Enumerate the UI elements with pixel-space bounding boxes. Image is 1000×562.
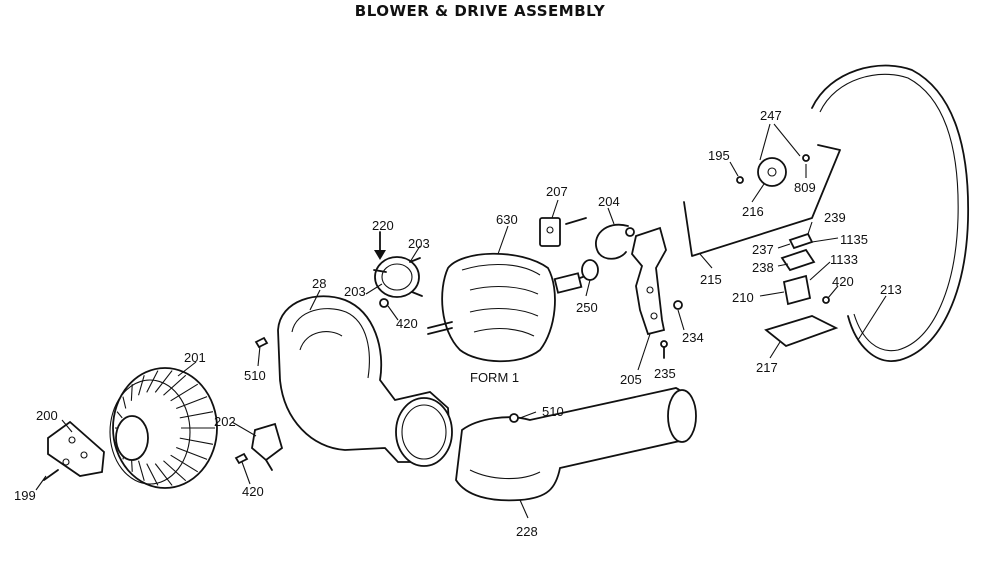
part-203-mount-ring [373, 256, 423, 308]
part-205-bracket [631, 226, 667, 336]
screw-420-left [234, 452, 249, 465]
callout-199: 199 [14, 488, 36, 503]
callout-228: 228 [516, 524, 538, 539]
screw-510-left [254, 336, 269, 349]
callout-labels: 200 199 201 202 420 510 28 220 203 203 4… [14, 108, 902, 539]
screw-235 [660, 340, 668, 359]
callout-1133: 1133 [830, 252, 858, 267]
washer-195 [736, 176, 744, 184]
callout-234: 234 [682, 330, 704, 345]
part-228-exhaust-duct [455, 387, 697, 502]
diagram-title: BLOWER & DRIVE ASSEMBLY [354, 2, 606, 20]
callout-809: 809 [794, 180, 816, 195]
callout-510-left: 510 [244, 368, 266, 383]
part-213-drive-belt [811, 64, 969, 362]
callout-200: 200 [36, 408, 58, 423]
callout-201: 201 [184, 350, 206, 365]
blower-fin [138, 460, 145, 481]
callout-203-left: 203 [344, 284, 366, 299]
blower-fin [130, 384, 133, 401]
callout-1135: 1135 [840, 232, 868, 247]
callout-239: 239 [824, 210, 846, 225]
part-217-plate [764, 315, 839, 348]
callout-195: 195 [708, 148, 730, 163]
part-202-clip [251, 422, 284, 471]
part-207-switch [539, 217, 587, 247]
blower-fin [154, 370, 173, 393]
callout-420-mid: 420 [396, 316, 418, 331]
callout-420-left: 420 [242, 484, 264, 499]
part-200-bracket [43, 420, 105, 481]
blower-fin [163, 374, 187, 396]
callout-203-top: 203 [408, 236, 430, 251]
part-201-blower-wheel [109, 367, 218, 489]
blower-fin [154, 463, 173, 486]
blower-fin [170, 383, 199, 402]
leader-lines [35, 123, 887, 519]
callout-420-right: 420 [832, 274, 854, 289]
blower-fin [170, 454, 199, 473]
callout-250: 250 [576, 300, 598, 315]
blower-fin [122, 396, 127, 409]
callout-220: 220 [372, 218, 394, 233]
callout-205: 205 [620, 372, 642, 387]
blower-fin [116, 411, 123, 419]
blower-fin [179, 437, 214, 445]
screw-234 [673, 300, 683, 310]
callout-213: 213 [880, 282, 902, 297]
blower-fin [176, 446, 208, 460]
callout-202: 202 [214, 414, 236, 429]
part-204-clamp [595, 223, 635, 260]
callout-210: 210 [732, 290, 754, 305]
part-215-rod [683, 144, 841, 257]
blower-fin [179, 411, 214, 419]
blower-fin [163, 460, 187, 482]
callout-215: 215 [700, 272, 722, 287]
callout-217: 217 [756, 360, 778, 375]
callout-238: 238 [752, 260, 774, 275]
part-250-pulley [581, 259, 599, 281]
blower-fin [176, 396, 208, 410]
callout-247: 247 [760, 108, 782, 123]
callout-204: 204 [598, 194, 620, 209]
screw-510-right [509, 413, 519, 423]
blower-fin [146, 463, 159, 486]
blower-fin [146, 370, 159, 393]
callout-216: 216 [742, 204, 764, 219]
callout-28: 28 [312, 276, 326, 291]
callout-630: 630 [496, 212, 518, 227]
arrow-220 [374, 231, 386, 260]
part-210-switch [782, 274, 812, 306]
callout-207: 207 [546, 184, 568, 199]
screw-420-right [822, 296, 830, 304]
part-630-motor [427, 252, 597, 363]
callout-237: 237 [752, 242, 774, 257]
callout-510-right: 510 [542, 404, 564, 419]
blower-fin [138, 375, 145, 396]
part-28-blower-housing [277, 295, 453, 467]
part-216-idler-pulley [757, 157, 787, 187]
callout-235: 235 [654, 366, 676, 381]
motor-label: FORM 1 [470, 370, 519, 385]
washer-809 [802, 154, 810, 162]
